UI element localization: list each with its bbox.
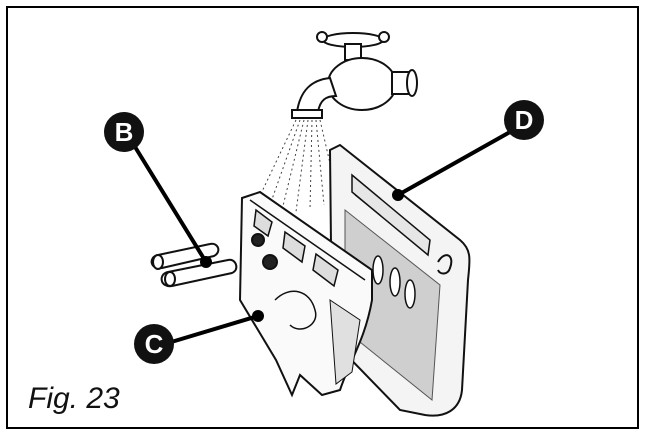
leader-d <box>396 130 512 197</box>
figure-caption: Fig. 23 <box>28 382 120 415</box>
leader-c-dot <box>252 310 264 322</box>
leader-b <box>130 140 208 264</box>
leader-b-dot <box>200 256 212 268</box>
faucet <box>291 31 418 119</box>
callout-c: C <box>134 324 174 364</box>
callout-d: D <box>504 100 544 140</box>
front-tray <box>238 190 373 398</box>
leader-c <box>166 314 260 345</box>
pins <box>150 242 238 288</box>
leader-d-dot <box>392 189 404 201</box>
callout-b: B <box>104 112 144 152</box>
leader-lines <box>130 130 512 345</box>
